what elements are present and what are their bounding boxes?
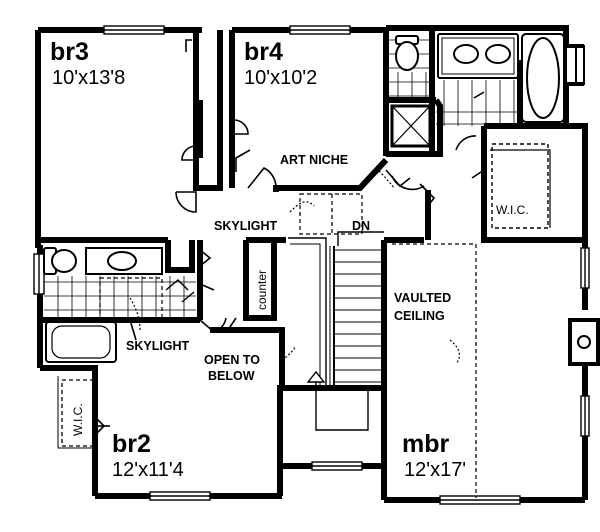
skylight-label: SKYLIGHT	[214, 219, 278, 233]
vaulted-ceiling-line1: VAULTED	[394, 291, 451, 305]
bath-bay	[565, 44, 585, 86]
room-br3-name: br3	[50, 38, 89, 66]
vaulted-lines	[392, 243, 477, 498]
room-mbr-name: mbr	[402, 430, 450, 458]
counter-label: counter	[255, 270, 269, 310]
vaulted-ceiling-line2: CEILING	[394, 309, 445, 323]
br2-wic	[57, 376, 95, 449]
room-br4-name: br4	[244, 38, 283, 66]
room-br2-size: 12'x11'4	[112, 459, 184, 481]
note-arrows	[129, 167, 460, 365]
br2-wic-label: W.I.C.	[71, 403, 85, 436]
bath-skylight	[99, 277, 163, 319]
master-wic-label: W.I.C.	[496, 203, 529, 217]
stair-down-label: DN	[352, 219, 370, 233]
doors	[95, 39, 485, 435]
master-bath-fixtures	[390, 33, 565, 148]
hall-bath-fixtures	[43, 247, 163, 363]
hall-skylight	[299, 193, 363, 235]
room-mbr-size: 12'x17'	[404, 459, 466, 481]
windows	[33, 25, 590, 505]
open-to-below-line1: OPEN TO	[204, 353, 260, 367]
room-br3-size: 10'x13'8	[52, 67, 125, 89]
vent-box	[568, 318, 600, 366]
open-to-below-line2: BELOW	[208, 369, 255, 383]
room-br2-name: br2	[112, 430, 151, 458]
room-br4-size: 10'x10'2	[244, 67, 317, 89]
stair	[288, 231, 384, 431]
art-niche-label: ART NICHE	[280, 153, 348, 167]
master-wic	[490, 143, 551, 229]
markers	[165, 279, 195, 303]
bath-skylight-label: SKYLIGHT	[126, 339, 190, 353]
walls	[35, 25, 588, 503]
